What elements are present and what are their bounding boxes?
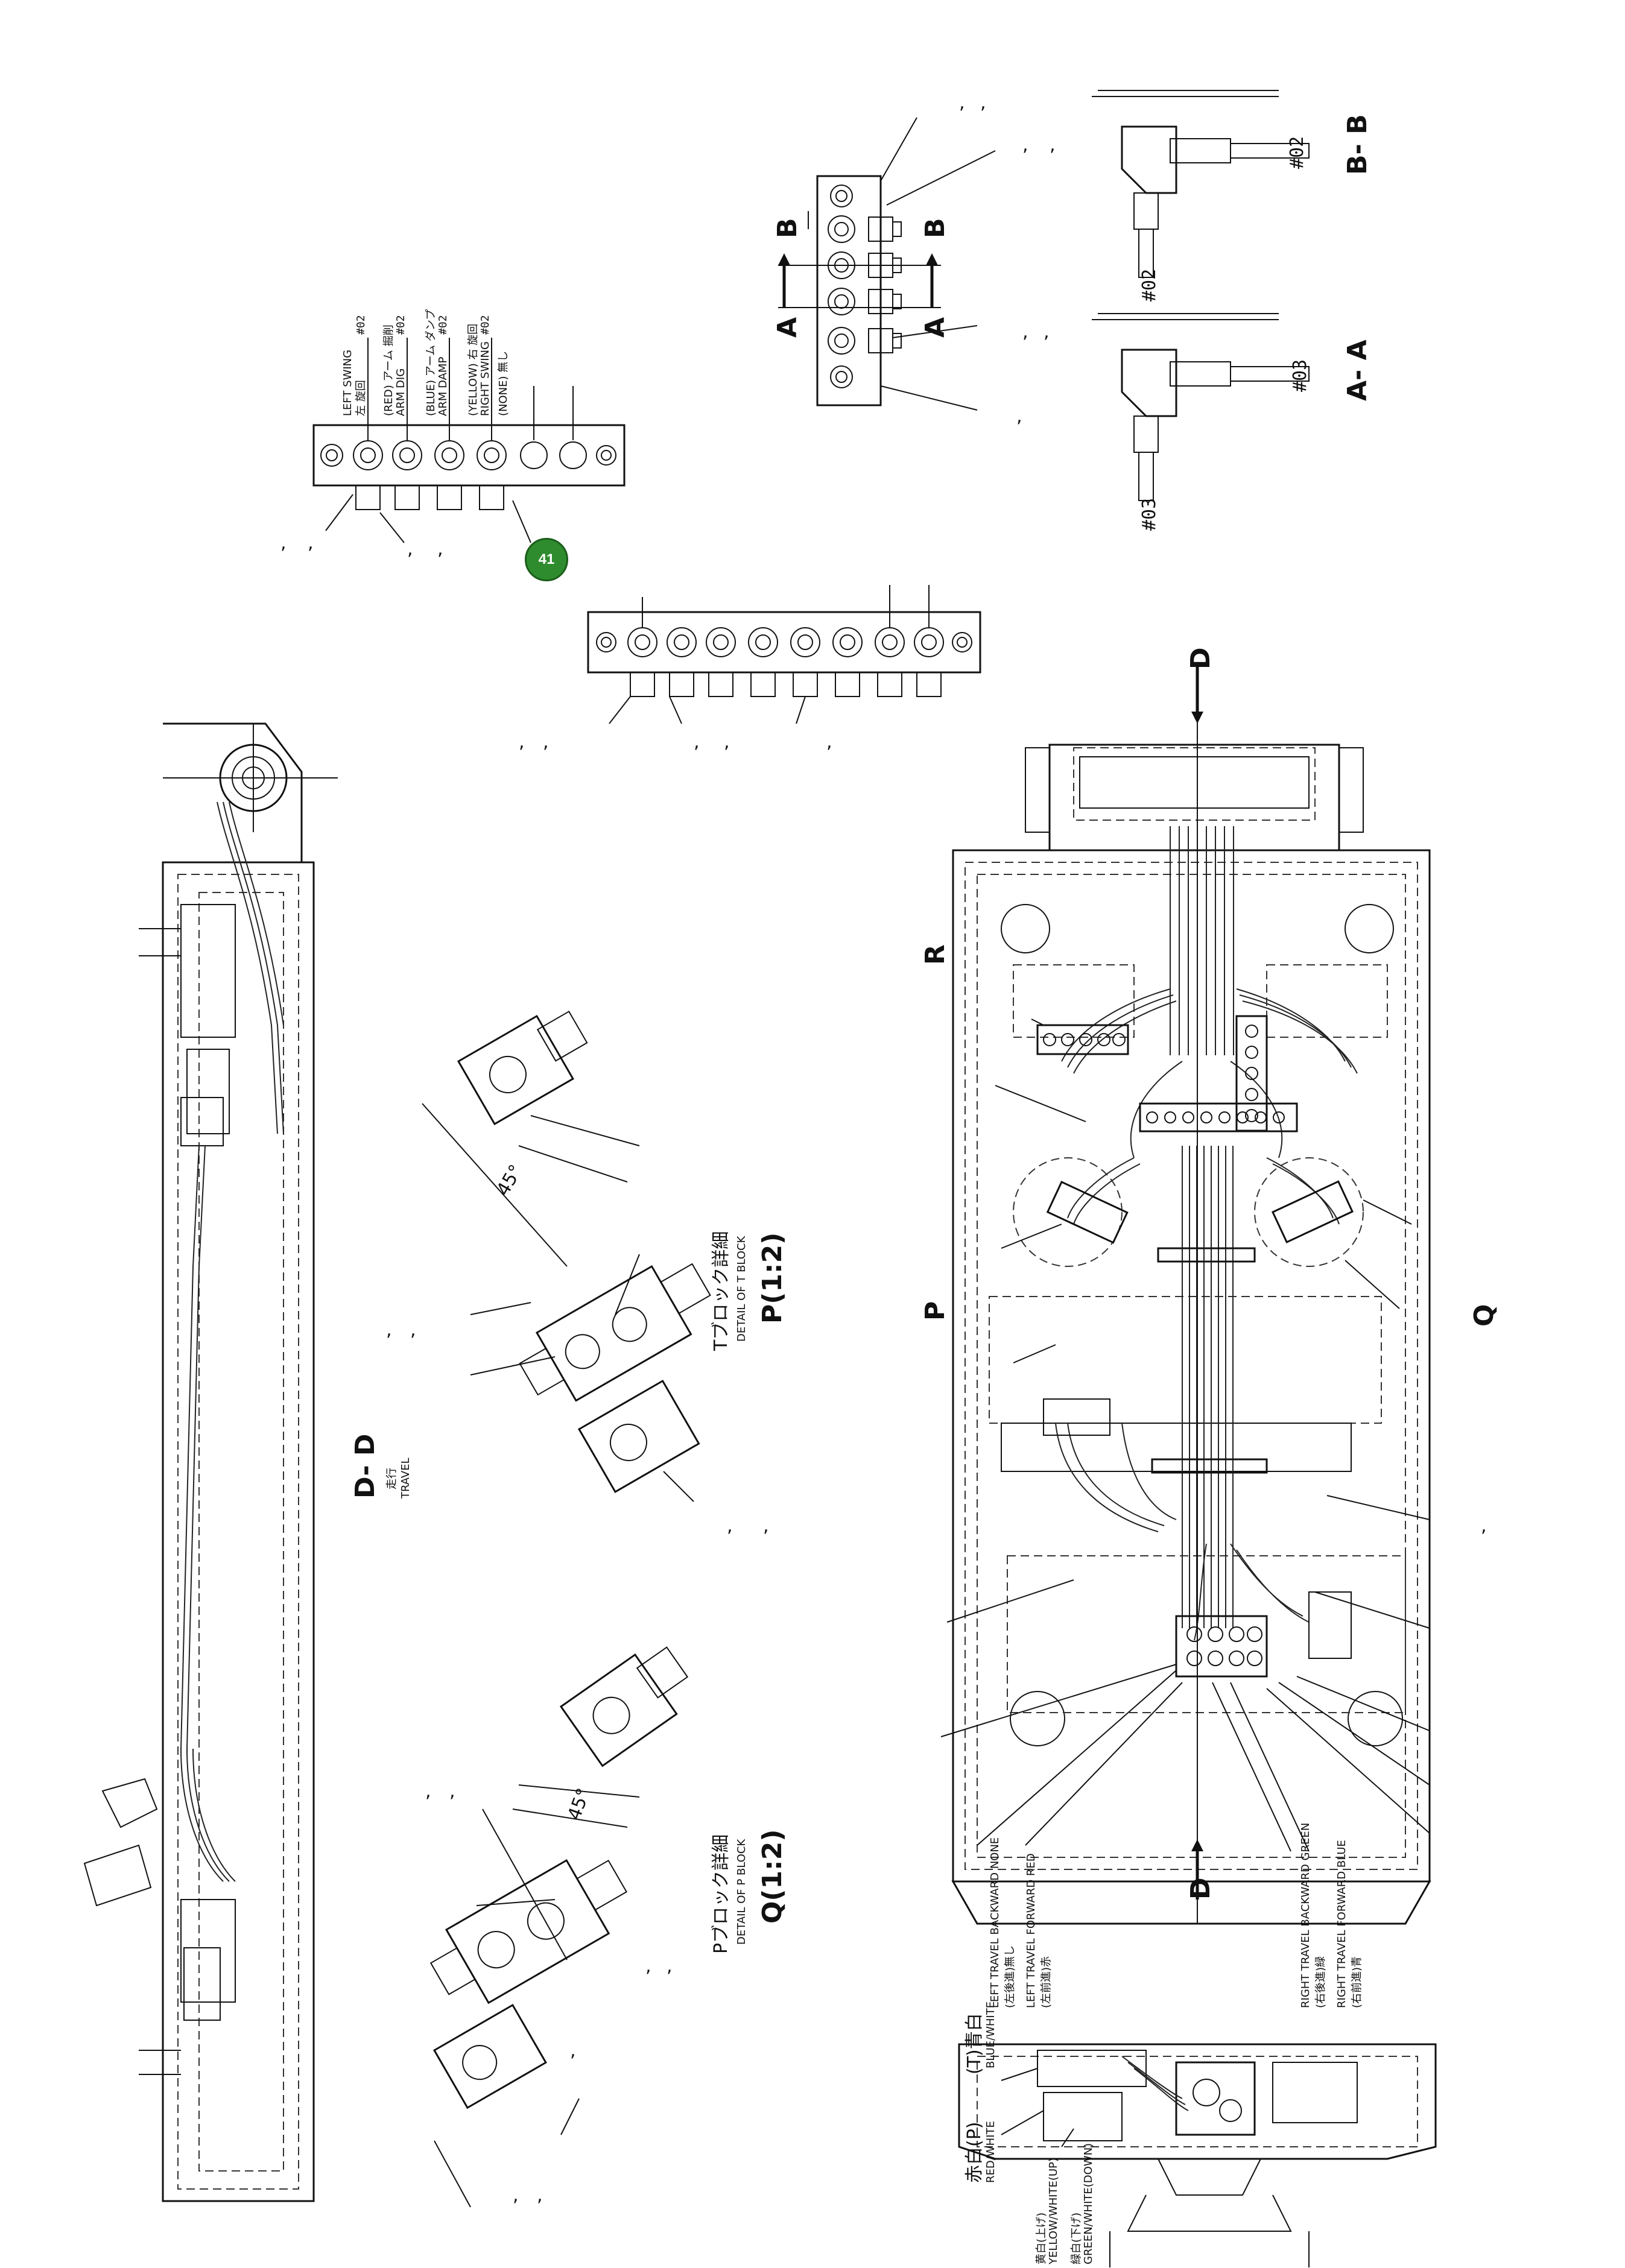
section-arrow-d-bottom: D [1185,1877,1216,1900]
leader-mark: , [959,92,965,113]
section-dd-sub-jp: 走行 [385,1468,398,1489]
leader-mark: , [727,1515,733,1537]
travel-label-en: RIGHT TRAVEL BACKWARD GREEN [1299,1823,1312,2008]
swing-manifold-block [312,338,626,543]
section-arrow-b-right: B [920,218,951,238]
swing-label-en: LEFT SWING [341,350,354,416]
section-arrow-d-top: D [1185,647,1216,669]
swing-label-code: #02 [355,315,367,335]
t-detail-title-en: DETAIL OF T BLOCK [735,1235,748,1342]
leader-mark: , [1022,321,1028,343]
section-arrow-a-right: A [920,317,951,338]
leader-mark: , [1044,321,1050,343]
leader-mark: , [763,1515,769,1537]
section-arrow-b-left: B [772,218,803,238]
leader-mark: , [407,539,413,560]
leader-mark: , [1016,406,1022,427]
ab-manifold-block [778,117,996,411]
leader-mark: , [570,2040,576,2061]
label-p-red-white-en: RED/WHITE [984,2121,997,2183]
leader-mark: , [543,731,549,753]
p-detail-scale: Q(1:2) [757,1830,788,1924]
swing-label-code: #02 [479,315,492,335]
label-yellow-white-jp: 黄白(上げ) [1035,2213,1048,2264]
swing-label-en: RIGHT SWING [479,341,492,416]
section-title-bb: B- B [1342,114,1373,175]
leader-mark: , [694,731,700,753]
section-title-aa: A- A [1342,340,1373,401]
leader-mark: , [724,731,730,753]
travel-label-en: LEFT TRAVEL BACKWARD NONE [989,1837,1001,2008]
p-detail-title-jp: Pブロック詳細 [711,1834,732,1954]
travel-label-jp: (左前進)赤 [1040,1956,1053,2008]
swing-label-code: #02 [394,315,407,335]
leader-mark: , [308,532,314,554]
p-detail-title-en: DETAIL OF P BLOCK [735,1839,748,1945]
label-t-blue-white-en: BLUE/WHITE [984,2001,997,2068]
leader-mark: , [280,532,287,554]
leader-mark: , [667,1956,673,1977]
main-plan-view [940,663,1431,1925]
swing-label-jp: (BLUE) アーム ダンプ [425,309,437,416]
label-t-blue-white-jp: (T)青白 [964,2013,985,2074]
swing-label-jp: (RED) アーム 掘削 [382,324,395,416]
t-detail-angle: 45° [493,1161,527,1199]
travel-label-jp: (右前進)青 [1351,1956,1363,2008]
bb-fitting-code-1: #02 [1287,136,1308,169]
section-dd-sub-en: TRAVEL [399,1458,412,1499]
travel-label-jp: (右後進)緑 [1314,1956,1327,2008]
swing-label-code: #02 [437,315,449,335]
bb-fitting-code-2: #02 [1139,269,1160,302]
label-p-red-white-jp: 赤白(P) [964,2122,985,2184]
view-marker-p: P [920,1301,951,1321]
leader-mark: , [386,1319,392,1341]
leader-mark: , [437,539,443,560]
swing-label-jp: (YELLOW) 右 旋回 [467,324,480,416]
swing-label-en: ARM DAMP [437,357,449,416]
leader-mark: , [425,1781,431,1802]
t-detail-scale: P(1:2) [757,1233,788,1324]
travel-label-jp: (左後進)無し [1004,1945,1016,2008]
leader-mark: , [1022,134,1028,156]
aa-fitting-code-1: #03 [1290,359,1311,392]
view-marker-q: Q [1469,1304,1500,1327]
leader-mark: , [1481,1515,1487,1537]
leader-mark: , [980,92,986,113]
p-detail-angle: 45° [564,1786,595,1823]
dd-side-view [83,722,338,2202]
label-green-white-jp: 緑白(下げ) [1070,2213,1083,2264]
leader-mark: , [449,1781,455,1802]
bottom-view [958,2043,1437,2267]
t-block-detail [422,1010,711,1502]
leader-mark: , [519,731,525,753]
travel-label-en: LEFT TRAVEL FORWARD RED [1025,1853,1037,2008]
section-arrow-a-left: A [772,317,803,338]
section-title-dd: D- D [350,1434,381,1499]
t-detail-title-jp: Tブロック詳細 [711,1231,732,1351]
leader-mark: , [537,2185,543,2206]
leader-mark: , [826,731,832,753]
swing-label-jp: 左 旋回 [355,380,367,416]
leader-mark: , [645,1956,651,1977]
label-yellow-white-en: YELLOW/WHITE(UP) [1047,2158,1060,2265]
callout-badge-41[interactable]: 41 [525,538,568,581]
travel-manifold-block [587,585,981,724]
leader-mark: , [1050,134,1056,156]
leader-mark: , [513,2185,519,2206]
swing-label-jp: (NONE) 無し [497,351,510,416]
label-green-white-en: GREEN/WHITE(DOWN) [1082,2143,1095,2264]
view-marker-r: R [920,944,951,965]
bb-section-fitting [1092,90,1310,278]
aa-fitting-code-2: #03 [1139,498,1160,531]
leader-mark: , [410,1319,416,1341]
swing-label-en: ARM DIG [394,368,407,416]
travel-label-en: RIGHT TRAVEL FORWARD BLUE [1335,1840,1348,2008]
aa-section-fitting [1092,313,1310,501]
p-block-detail [429,1646,689,2208]
swing-port-labels: LEFT SWING 左 旋回 #02 (RED) アーム 掘削 ARM DIG… [341,309,510,416]
